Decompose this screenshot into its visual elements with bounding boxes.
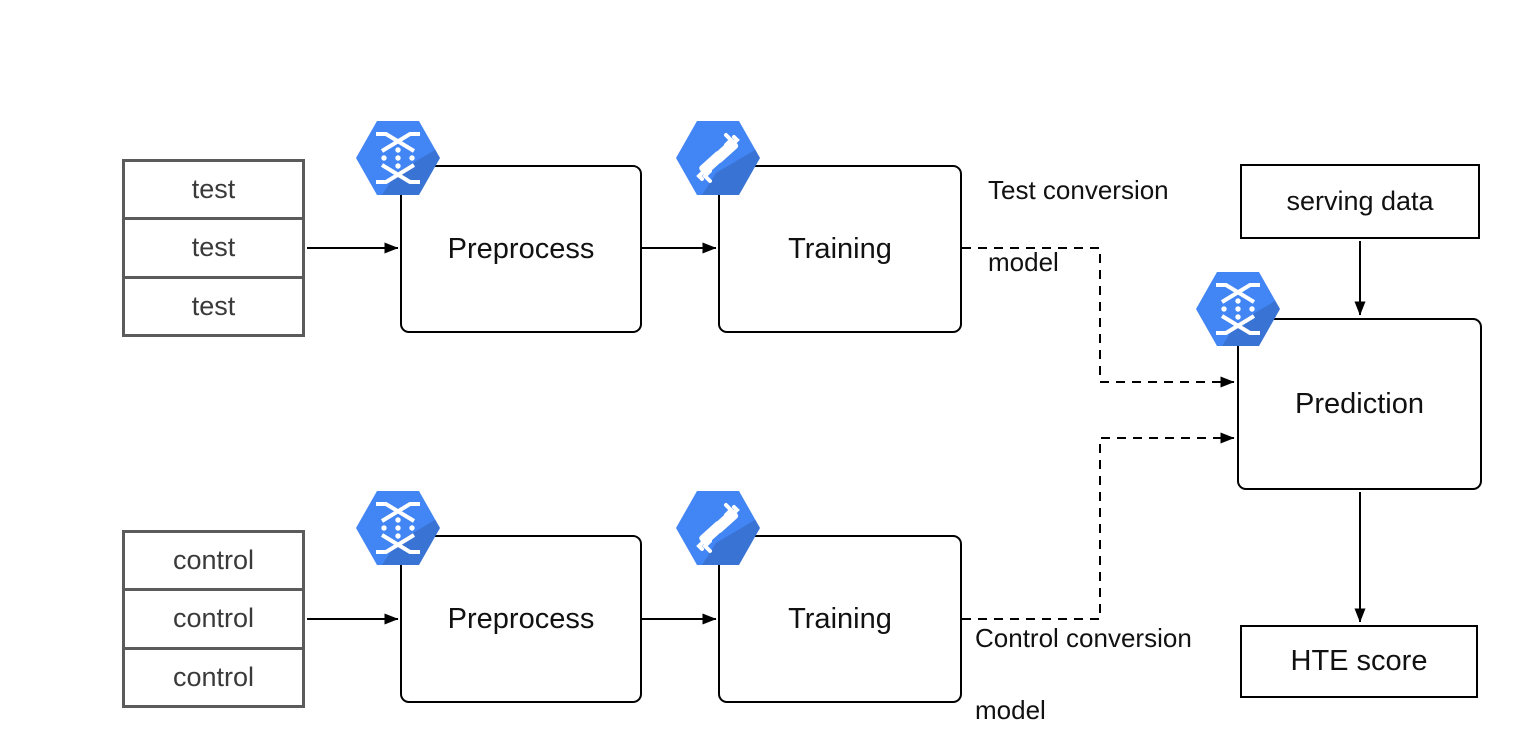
prediction-node: Prediction (1237, 318, 1482, 490)
control-model-edge-label-line2: model (975, 695, 1046, 725)
test-data-label: test (191, 174, 236, 205)
control-data-label: control (172, 603, 255, 634)
preprocess-node-control: Preprocess (400, 535, 642, 703)
training-node-test: Training (718, 165, 962, 333)
test-data-row: test (125, 217, 302, 276)
test-data-label: test (191, 290, 236, 321)
test-data-stack: test test test (122, 159, 305, 337)
preprocess-node-test: Preprocess (400, 165, 642, 333)
cloud-ml-engine-icon (676, 491, 760, 565)
cloud-dataflow-icon (1196, 272, 1280, 346)
control-data-label: control (172, 545, 255, 576)
test-model-edge-label-line1: Test conversion (988, 175, 1169, 205)
test-data-label: test (191, 232, 236, 263)
control-data-label: control (172, 661, 255, 692)
test-model-edge-label: Test conversion model (988, 172, 1169, 280)
dashed-arrow-control-model-to-prediction (962, 432, 1235, 620)
training-label: Training (788, 232, 892, 265)
cloud-dataflow-icon (356, 491, 440, 565)
control-data-stack: control control control (122, 530, 305, 708)
training-label: Training (788, 602, 892, 635)
hte-score-node: HTE score (1240, 625, 1478, 698)
control-data-row: control (125, 646, 302, 705)
test-data-row: test (125, 275, 302, 334)
preprocess-label: Preprocess (447, 602, 595, 635)
serving-data-node: serving data (1240, 164, 1480, 239)
prediction-label: Prediction (1295, 387, 1424, 420)
control-model-edge-label: Control conversion model (975, 620, 1192, 728)
preprocess-label: Preprocess (447, 232, 595, 265)
control-data-row: control (125, 533, 302, 589)
training-node-control: Training (718, 535, 962, 703)
serving-data-label: serving data (1286, 186, 1434, 216)
cloud-ml-engine-icon (676, 121, 760, 195)
control-model-edge-label-line1: Control conversion (975, 623, 1192, 653)
test-data-row: test (125, 162, 302, 218)
control-data-row: control (125, 588, 302, 647)
hte-score-label: HTE score (1290, 645, 1428, 677)
test-model-edge-label-line2: model (988, 247, 1059, 277)
cloud-dataflow-icon (356, 121, 440, 195)
